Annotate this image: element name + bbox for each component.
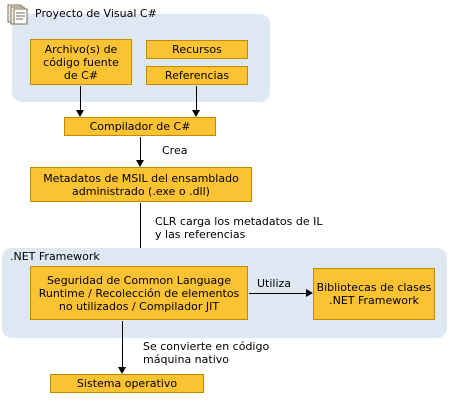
msil-metadata-box: Metadatos de MSIL del ensamblado adminis… xyxy=(30,167,252,202)
clr-to-libraries-arrowhead xyxy=(306,289,313,297)
native-code-label: Se convierte en código máquina nativo xyxy=(143,340,270,366)
source-files-box: Archivo(s) de código fuente de C# xyxy=(30,39,132,85)
clr-services-box: Seguridad de Common Language Runtime / R… xyxy=(30,266,248,320)
net-framework-title: .NET Framework xyxy=(10,250,100,263)
operating-system-box: Sistema operativo xyxy=(50,374,204,393)
references-to-compiler-arrowhead xyxy=(192,110,200,117)
csharp-compiler-box: Compilador de C# xyxy=(64,117,216,136)
uses-label: Utiliza xyxy=(257,277,292,290)
clr-to-os-line xyxy=(122,321,123,368)
clr-load-label: CLR carga los metadatos de IL y las refe… xyxy=(155,215,323,241)
references-box: Referencias xyxy=(146,66,248,85)
creates-label: Crea xyxy=(162,144,188,157)
resources-box: Recursos xyxy=(146,40,248,59)
class-libraries-box: Bibliotecas de clases .NET Framework xyxy=(313,268,435,320)
compiler-to-msil-arrowhead xyxy=(136,160,144,167)
visual-csharp-project-title: Proyecto de Visual C# xyxy=(35,7,157,20)
references-to-compiler-line xyxy=(196,86,197,110)
clr-to-os-arrowhead xyxy=(118,367,126,374)
project-folder-icon xyxy=(7,4,28,25)
source-to-compiler-arrowhead xyxy=(76,110,84,117)
msil-to-clr-line xyxy=(140,203,141,259)
source-to-compiler-line xyxy=(80,86,81,110)
compiler-to-msil-line xyxy=(140,137,141,161)
clr-to-libraries-line xyxy=(249,293,307,294)
